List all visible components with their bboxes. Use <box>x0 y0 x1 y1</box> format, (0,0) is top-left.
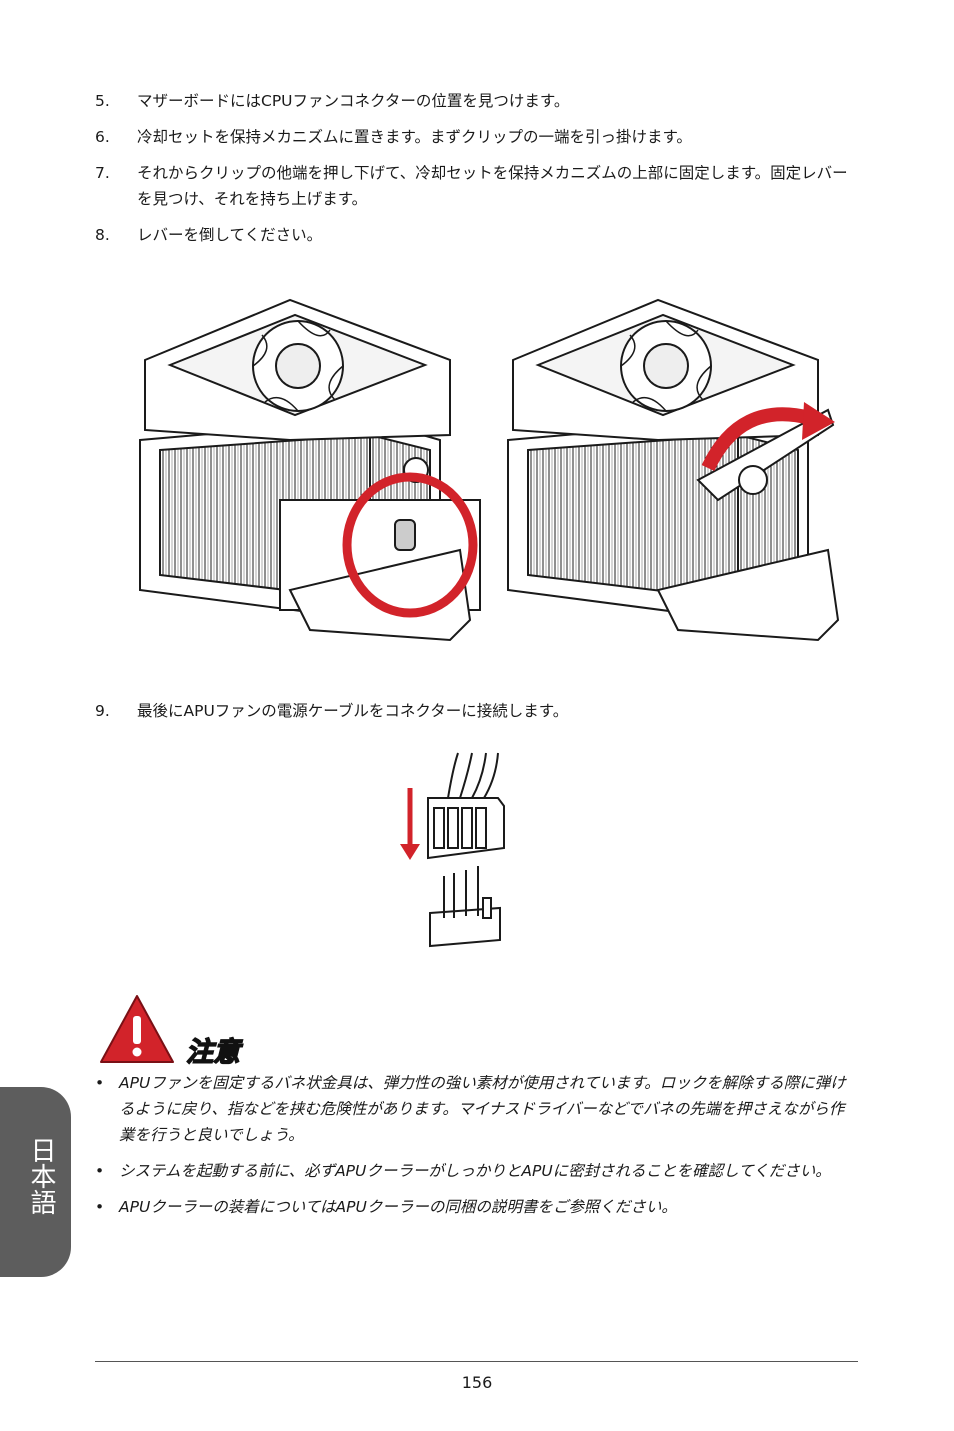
caution-notes: • APUファンを固定するバネ状金具は、弾力性の強い素材が使用されています。ロッ… <box>95 1070 855 1230</box>
step-text: 最後にAPUファンの電源ケーブルをコネクターに接続します。 <box>137 702 569 720</box>
note-text: APUクーラーの装着についてはAPUクーラーの同梱の説明書をご参照ください。 <box>119 1198 677 1216</box>
step-number: 5. <box>95 92 110 110</box>
note-text: APUファンを固定するバネ状金具は、弾力性の強い素材が使用されています。ロックを… <box>119 1074 846 1144</box>
step-number: 8. <box>95 226 110 244</box>
bullet: • <box>95 1162 105 1180</box>
language-label: 日本語 <box>26 1137 56 1215</box>
step-8: 8. レバーを倒してください。 <box>95 222 855 248</box>
bullet: • <box>95 1198 105 1216</box>
caution-note: • システムを起動する前に、必ずAPUクーラーがしっかりとAPUに密封されること… <box>95 1158 855 1184</box>
bullet: • <box>95 1074 105 1092</box>
highlight-circle <box>342 472 478 618</box>
fan-connector-figure <box>400 752 505 948</box>
step-text: マザーボードにはCPUファンコネクターの位置を見つけます。 <box>137 92 570 110</box>
step-9: 9. 最後にAPUファンの電源ケーブルをコネクターに接続します。 <box>95 698 855 724</box>
cooler-right <box>507 298 840 642</box>
caution-note: • APUファンを固定するバネ状金具は、弾力性の強い素材が使用されています。ロッ… <box>95 1070 855 1148</box>
step-number: 6. <box>95 128 110 146</box>
step-5: 5. マザーボードにはCPUファンコネクターの位置を見つけます。 <box>95 88 855 114</box>
step-number: 9. <box>95 702 110 720</box>
language-side-tab: 日本語 <box>0 1087 71 1277</box>
note-text: システムを起動する前に、必ずAPUクーラーがしっかりとAPUに密封されることを確… <box>119 1162 831 1180</box>
caution-note: • APUクーラーの装着についてはAPUクーラーの同梱の説明書をご参照ください。 <box>95 1194 855 1220</box>
rotation-arrow <box>701 407 812 472</box>
footer-divider <box>95 1361 858 1362</box>
cooler-left <box>139 298 481 642</box>
step-7: 7. それからクリップの他端を押し下げて、冷却セットを保持メカニズムの上部に固定… <box>95 160 855 212</box>
step-number: 7. <box>95 164 110 182</box>
warning-triangle-icon <box>100 995 174 1063</box>
cooler-installation-figure <box>139 298 840 642</box>
step-text: それからクリップの他端を押し下げて、冷却セットを保持メカニズムの上部に固定します… <box>137 164 848 208</box>
step-text: レバーを倒してください。 <box>137 226 323 244</box>
step-text: 冷却セットを保持メカニズムに置きます。まずクリップの一端を引っ掛けます。 <box>137 128 692 146</box>
caution-title: 注意 <box>185 1036 241 1069</box>
page-number: 156 <box>461 1373 493 1392</box>
step-6: 6. 冷却セットを保持メカニズムに置きます。まずクリップの一端を引っ掛けます。 <box>95 124 855 150</box>
installation-steps: 5. マザーボードにはCPUファンコネクターの位置を見つけます。 6. 冷却セッ… <box>95 88 855 258</box>
